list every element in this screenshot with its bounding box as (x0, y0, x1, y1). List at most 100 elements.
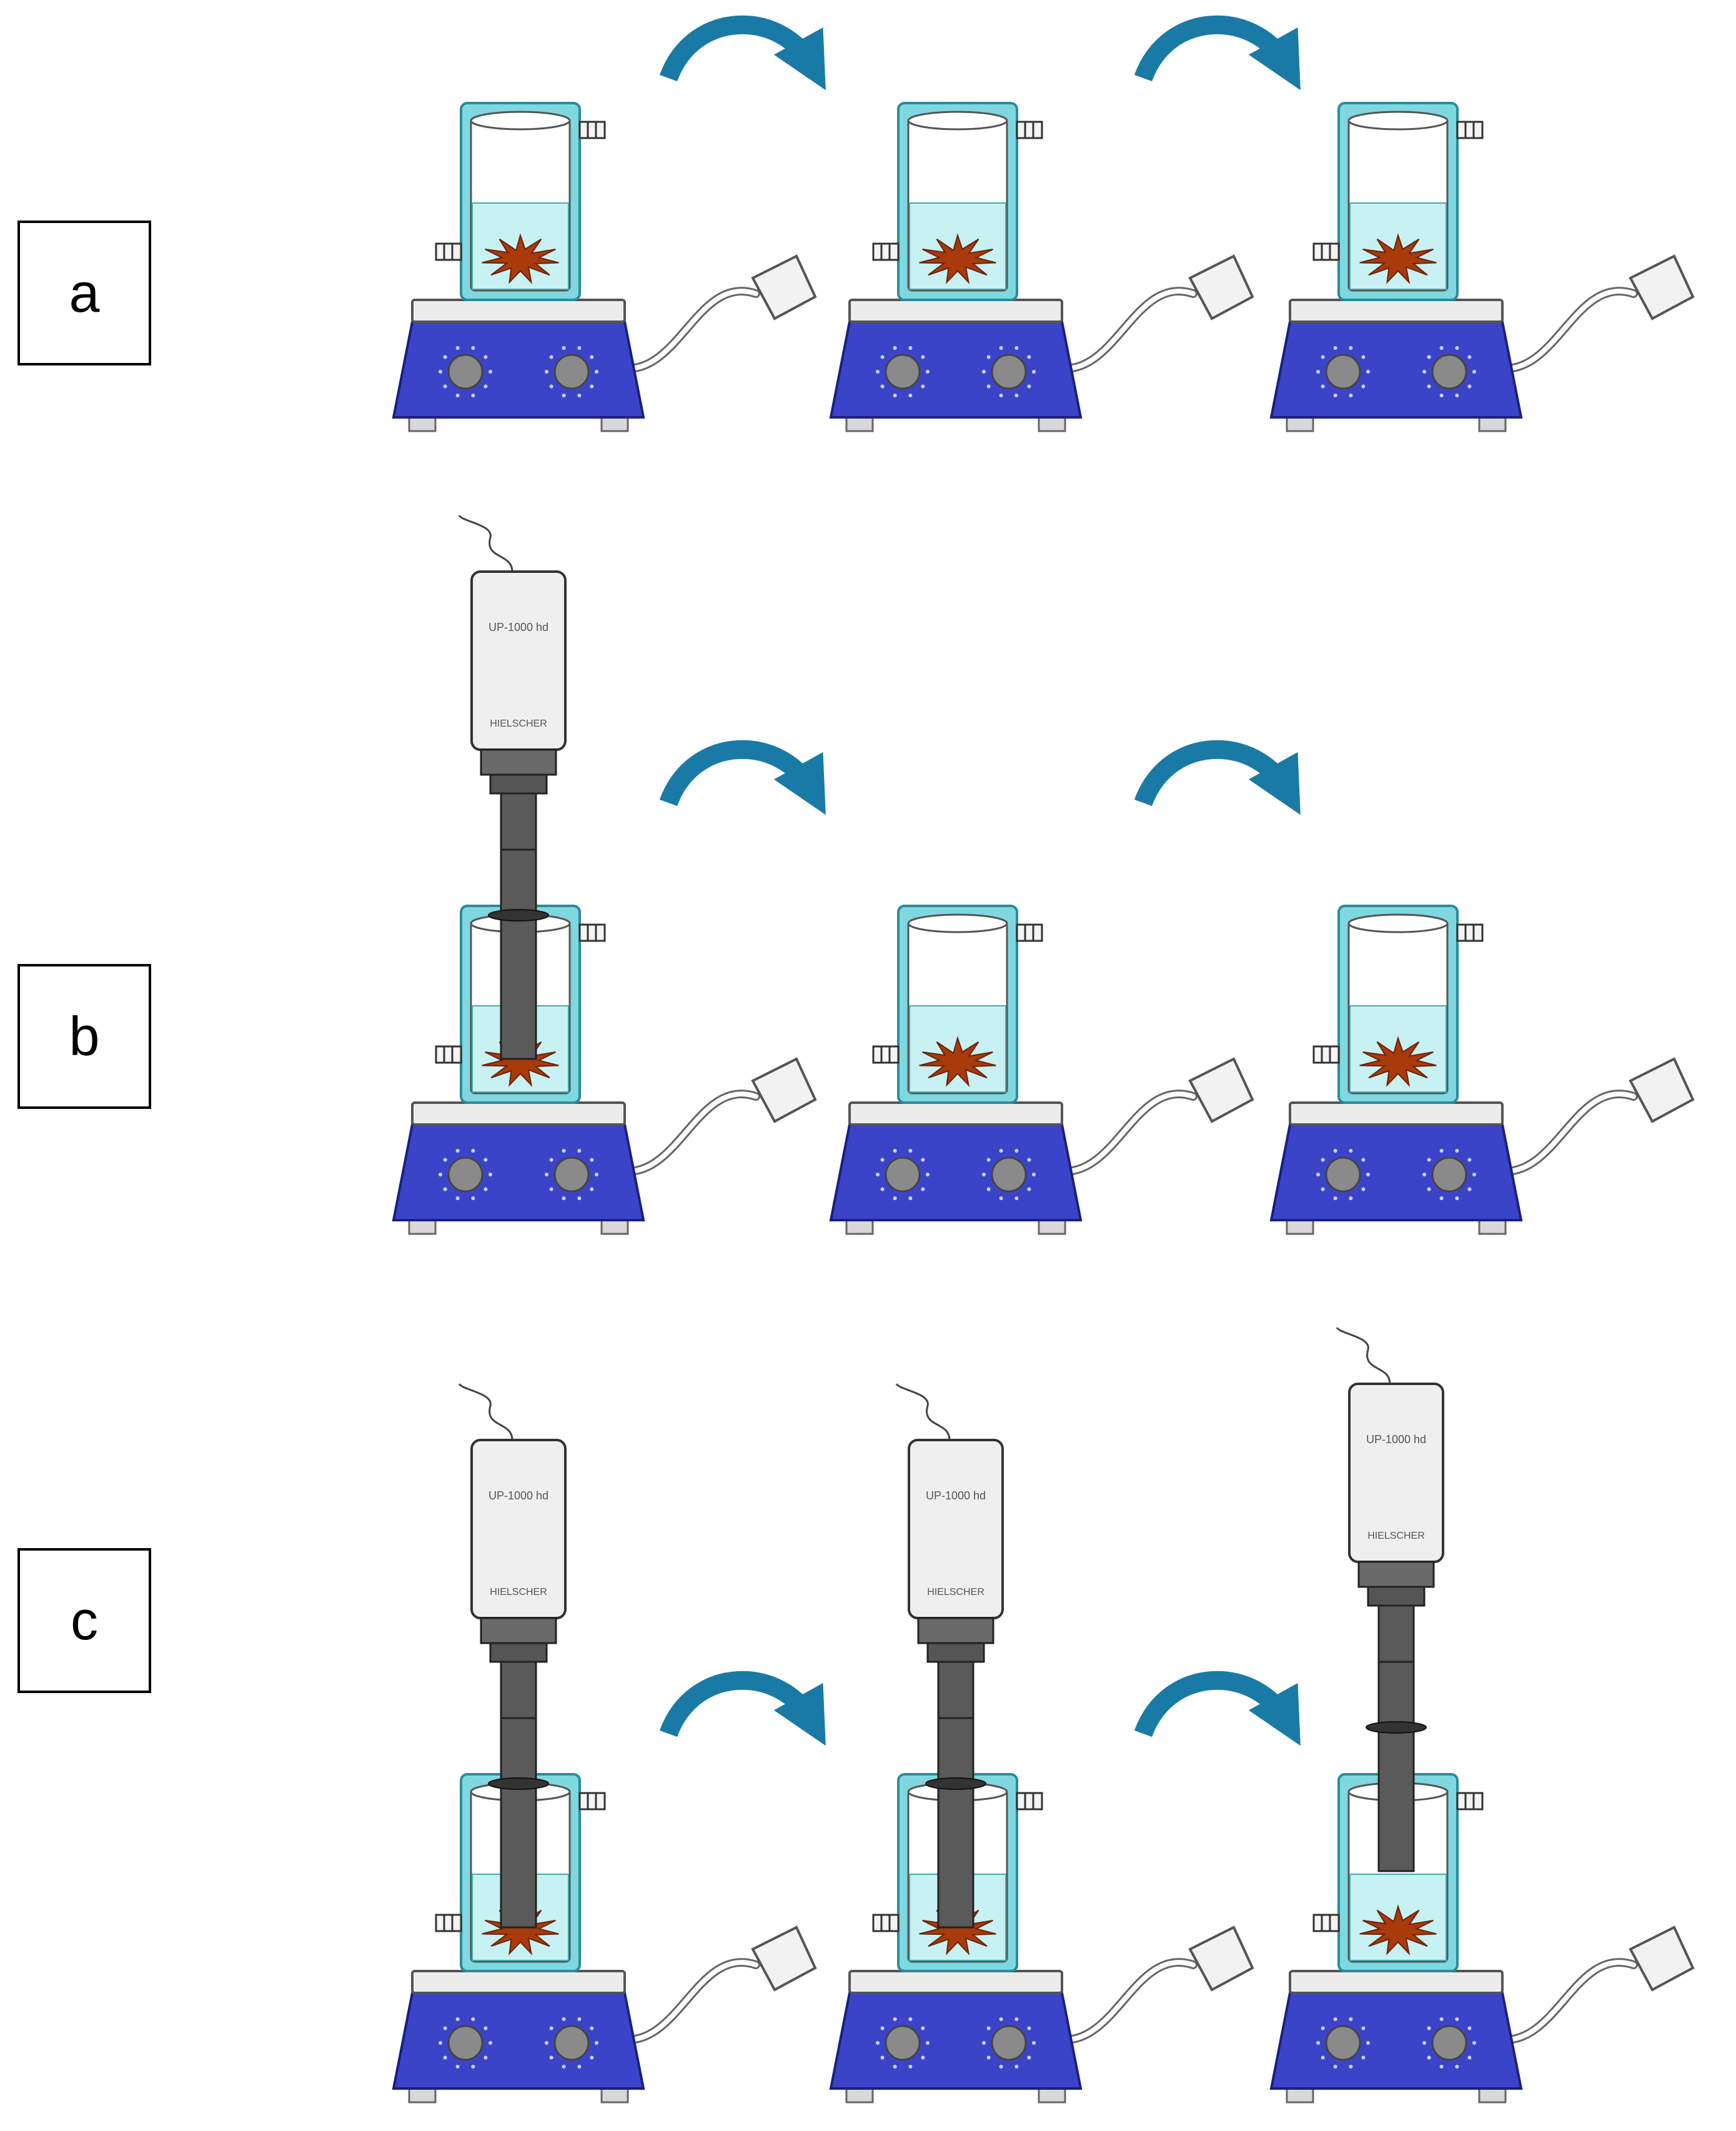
knob-tick (1472, 370, 1476, 374)
knob-tick (590, 384, 594, 389)
device-model-label: UP-1000 hd (489, 621, 548, 633)
curved-arrow-icon (659, 740, 826, 815)
stirrer-top-plate (411, 1970, 626, 1994)
knob-tick (471, 394, 475, 398)
water-outlet-port (578, 1792, 606, 1811)
knob-tick (1361, 384, 1366, 389)
knob-tick (908, 1196, 913, 1201)
knob-tick (455, 345, 460, 350)
power-cable-inner (1503, 289, 1636, 371)
generator-cable (458, 1383, 513, 1441)
beaker-rim (907, 111, 1008, 131)
knob-tick (1422, 370, 1426, 374)
beaker-rim (470, 111, 571, 131)
knob-tick (443, 2055, 447, 2060)
knob-tick (1027, 2055, 1031, 2060)
sample-starburst (1359, 233, 1437, 285)
water-inlet-port (872, 242, 900, 261)
knob-tick (1321, 384, 1325, 389)
knob-tick (999, 394, 1003, 398)
port-body (1016, 121, 1043, 139)
knob-tick (595, 2041, 598, 2045)
knob-tick (1333, 2065, 1337, 2069)
knob-tick (1349, 394, 1353, 398)
knob-tick (999, 2065, 1003, 2069)
knob-tick (1027, 2026, 1031, 2030)
knob-tick (1321, 2026, 1325, 2030)
knob-tick (484, 2055, 488, 2060)
knob-tick (455, 1196, 460, 1201)
knob-tick (926, 1173, 930, 1176)
knob-tick (1467, 355, 1472, 359)
power-plug (1188, 1925, 1254, 1992)
power-cable-inner (1503, 1960, 1636, 2042)
row-label: c (71, 1589, 98, 1651)
port-body (872, 1914, 900, 1932)
knob-tick (921, 384, 925, 389)
knob-dial (885, 1156, 921, 1193)
port-body (578, 923, 606, 942)
knob-dial (1325, 2025, 1361, 2061)
knob-tick (443, 2026, 447, 2030)
port-body (1016, 923, 1043, 942)
port-body (1312, 1914, 1340, 1932)
knob-tick (1032, 2041, 1036, 2045)
knob-tick (1427, 1158, 1431, 1162)
knob-tick (471, 2065, 475, 2069)
stirrer-top-plate (1289, 1970, 1504, 1994)
horn-collar (480, 1617, 557, 1644)
knob-tick (893, 1196, 897, 1201)
knob-tick (562, 1148, 566, 1153)
knob-tick (1439, 2017, 1444, 2021)
port-body (1456, 121, 1484, 139)
stirrer-body (1269, 1992, 1523, 2090)
knob-tick (484, 1158, 488, 1162)
water-inlet-port (1312, 1914, 1340, 1932)
horn-collar-lower (489, 1642, 548, 1663)
port-body (1456, 1792, 1484, 1811)
knob-tick (595, 1173, 598, 1176)
stirrer-knob (1422, 2017, 1476, 2069)
knob-tick (1321, 1158, 1325, 1162)
station (829, 905, 1254, 1235)
power-cable-inner (625, 289, 758, 371)
water-inlet-port (435, 1914, 462, 1932)
stirrer-knob (545, 2017, 598, 2069)
knob-tick (595, 370, 598, 374)
knob-tick (484, 384, 488, 389)
knob-tick (590, 355, 594, 359)
knob-tick (876, 2041, 880, 2045)
knob-tick (1349, 345, 1353, 350)
knob-tick (489, 370, 492, 374)
knob-tick (577, 2065, 582, 2069)
knob-tick (471, 345, 475, 350)
stirrer-foot (1286, 2087, 1314, 2104)
station (1269, 905, 1695, 1235)
knob-tick (455, 394, 460, 398)
knob-tick (1321, 355, 1325, 359)
knob-dial (1325, 1156, 1361, 1193)
stirrer-top-plate (1289, 1101, 1504, 1126)
knob-tick (1439, 1196, 1444, 1201)
stirrer-body (1269, 1123, 1523, 1221)
row-label-box (17, 1548, 151, 1693)
knob-tick (549, 384, 553, 389)
device-model-label: UP-1000 hd (926, 1489, 986, 1502)
power-cable (623, 1958, 760, 2044)
beaker-rim (907, 913, 1008, 933)
port-body (1312, 1045, 1340, 1064)
knob-tick (577, 394, 582, 398)
generator-cable (1336, 1326, 1391, 1384)
knob-tick (1333, 1148, 1337, 1153)
knob-tick (549, 1158, 553, 1162)
stirrer-top-plate (411, 299, 626, 323)
stirrer-foot (1478, 416, 1507, 432)
knob-tick (1467, 2026, 1472, 2030)
stirrer-foot (1038, 1219, 1066, 1235)
device-model-label: UP-1000 hd (1366, 1433, 1426, 1446)
knob-tick (986, 1158, 991, 1162)
knob-tick (1455, 2065, 1459, 2069)
